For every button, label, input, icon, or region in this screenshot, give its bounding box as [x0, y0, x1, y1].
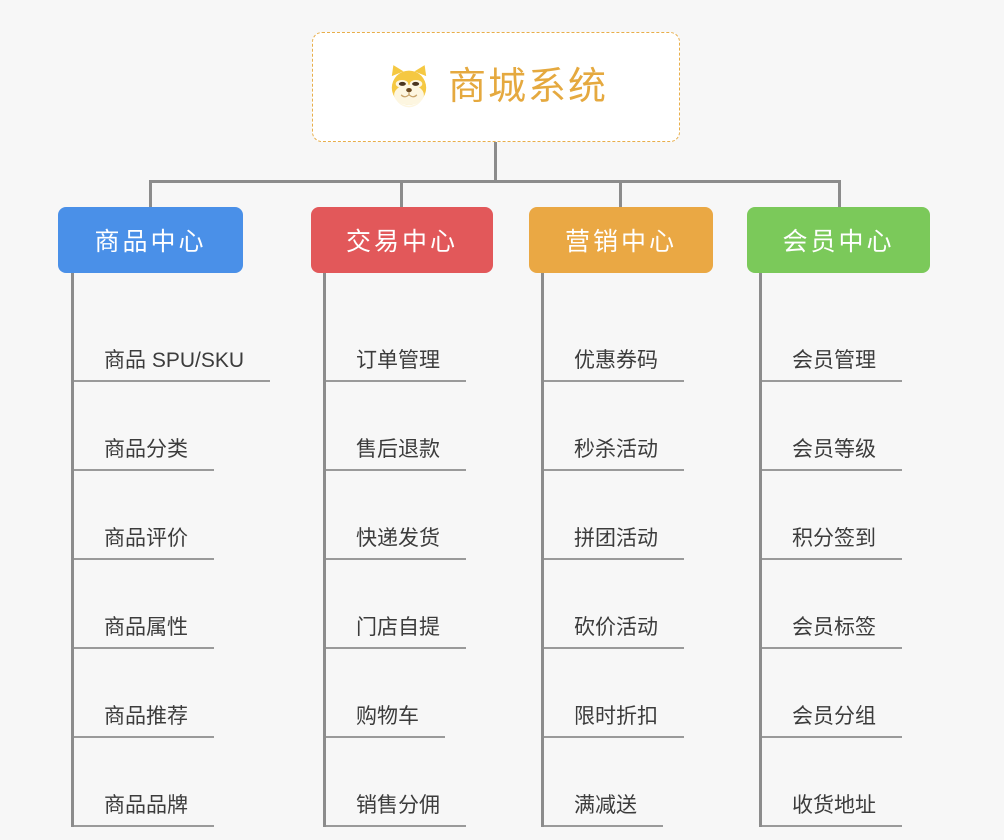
leaf-list-3: 会员管理 会员等级 积分签到 会员标签 会员分组 收货地址 — [759, 273, 967, 827]
category-header-3[interactable]: 会员中心 — [747, 207, 930, 273]
category-column-2: 营销中心 优惠券码 秒杀活动 拼团活动 砍价活动 限时折扣 满减送 — [529, 207, 749, 827]
leaf-item[interactable]: 拼团活动 — [544, 471, 749, 560]
leaf-item[interactable]: 快递发货 — [326, 471, 531, 560]
leaf-item[interactable]: 优惠券码 — [544, 293, 749, 382]
leaf-item-label: 收货地址 — [762, 795, 902, 827]
leaf-item-label: 拼团活动 — [544, 528, 684, 560]
leaf-item[interactable]: 会员分组 — [762, 649, 967, 738]
shiba-dog-icon — [391, 65, 427, 108]
category-header-0[interactable]: 商品中心 — [58, 207, 243, 273]
leaf-item-label: 售后退款 — [326, 439, 466, 471]
leaf-item-label: 销售分佣 — [326, 795, 466, 827]
leaf-item-label: 商品分类 — [74, 439, 214, 471]
leaf-item-label: 会员分组 — [762, 706, 902, 738]
leaf-item-label: 购物车 — [326, 706, 445, 738]
leaf-item-label: 会员管理 — [762, 350, 902, 382]
leaf-item[interactable]: 会员管理 — [762, 293, 967, 382]
leaf-item-label: 会员标签 — [762, 617, 902, 649]
leaf-item[interactable]: 商品推荐 — [74, 649, 278, 738]
leaf-list-0: 商品 SPU/SKU 商品分类 商品评价 商品属性 商品推荐 商品品牌 — [71, 273, 278, 827]
category-header-label: 会员中心 — [782, 228, 895, 256]
connector-drop-4 — [838, 180, 841, 208]
leaf-item[interactable]: 售后退款 — [326, 382, 531, 471]
leaf-item-label: 快递发货 — [326, 528, 466, 560]
leaf-item-label: 商品评价 — [74, 528, 214, 560]
leaf-item[interactable]: 积分签到 — [762, 471, 967, 560]
leaf-item[interactable]: 会员等级 — [762, 382, 967, 471]
category-header-2[interactable]: 营销中心 — [529, 207, 713, 273]
category-column-0: 商品中心 商品 SPU/SKU 商品分类 商品评价 商品属性 商品推荐 商品品牌 — [58, 207, 278, 827]
leaf-list-1: 订单管理 售后退款 快递发货 门店自提 购物车 销售分佣 — [323, 273, 531, 827]
root-title: 商城系统 — [447, 66, 608, 108]
leaf-item-label: 秒杀活动 — [544, 439, 684, 471]
connector-drop-2 — [400, 180, 403, 208]
leaf-item-label: 限时折扣 — [544, 706, 684, 738]
connector-horizontal-bus — [150, 180, 840, 183]
leaf-item-label: 会员等级 — [762, 439, 902, 471]
leaf-item[interactable]: 订单管理 — [326, 293, 531, 382]
leaf-item-label: 积分签到 — [762, 528, 902, 560]
category-header-label: 商品中心 — [94, 228, 207, 256]
leaf-item-label: 满减送 — [544, 795, 663, 827]
root-node[interactable]: 商城系统 — [312, 32, 680, 142]
leaf-item[interactable]: 商品品牌 — [74, 738, 278, 827]
category-column-1: 交易中心 订单管理 售后退款 快递发货 门店自提 购物车 销售分佣 — [311, 207, 531, 827]
leaf-item[interactable]: 销售分佣 — [326, 738, 531, 827]
leaf-item[interactable]: 收货地址 — [762, 738, 967, 827]
leaf-item-label: 订单管理 — [326, 350, 466, 382]
leaf-item[interactable]: 商品评价 — [74, 471, 278, 560]
connector-drop-1 — [149, 180, 152, 208]
leaf-item[interactable]: 限时折扣 — [544, 649, 749, 738]
connector-drop-3 — [619, 180, 622, 208]
leaf-item[interactable]: 秒杀活动 — [544, 382, 749, 471]
category-header-label: 营销中心 — [564, 228, 677, 256]
leaf-item-label: 优惠券码 — [544, 350, 684, 382]
leaf-item[interactable]: 砍价活动 — [544, 560, 749, 649]
leaf-item-label: 砍价活动 — [544, 617, 684, 649]
leaf-item[interactable]: 购物车 — [326, 649, 531, 738]
leaf-item[interactable]: 商品 SPU/SKU — [74, 293, 278, 382]
leaf-list-2: 优惠券码 秒杀活动 拼团活动 砍价活动 限时折扣 满减送 — [541, 273, 749, 827]
category-header-label: 交易中心 — [345, 228, 458, 256]
leaf-item[interactable]: 满减送 — [544, 738, 749, 827]
leaf-item[interactable]: 会员标签 — [762, 560, 967, 649]
leaf-item-label: 门店自提 — [326, 617, 466, 649]
leaf-item-label: 商品推荐 — [74, 706, 214, 738]
leaf-item[interactable]: 商品分类 — [74, 382, 278, 471]
leaf-item[interactable]: 门店自提 — [326, 560, 531, 649]
leaf-item-label: 商品 SPU/SKU — [74, 350, 271, 382]
leaf-item-label: 商品属性 — [74, 617, 214, 649]
connector-root-stem — [494, 142, 497, 182]
leaf-item-label: 商品品牌 — [74, 795, 214, 827]
category-column-3: 会员中心 会员管理 会员等级 积分签到 会员标签 会员分组 收货地址 — [747, 207, 967, 827]
category-header-1[interactable]: 交易中心 — [311, 207, 493, 273]
leaf-item[interactable]: 商品属性 — [74, 560, 278, 649]
